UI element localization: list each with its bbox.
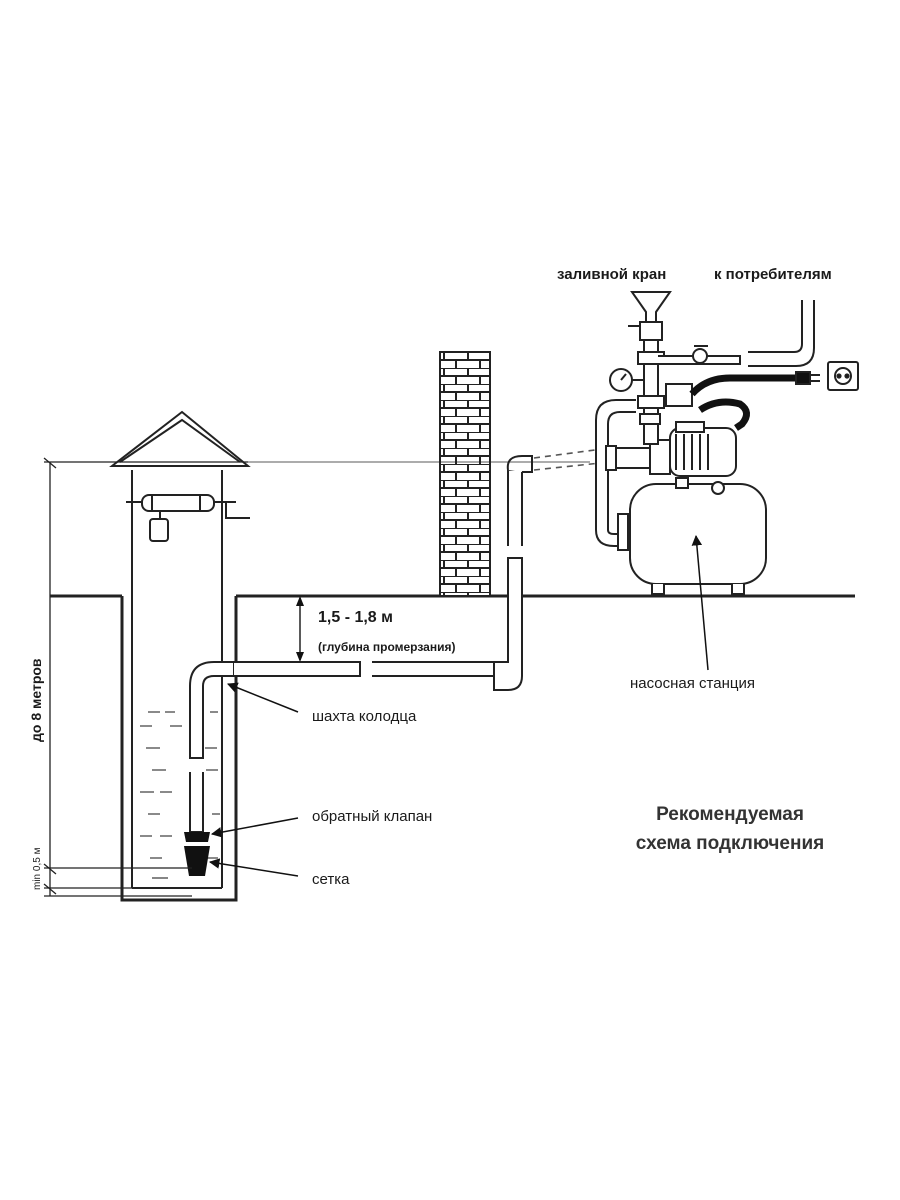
max-depth-label: до 8 метров — [28, 658, 44, 742]
pump-station-label: насосная станция — [630, 675, 755, 692]
freeze-depth-label: (глубина промерзания) — [318, 640, 456, 654]
scheme-title: Рекомендуемая схема подключения — [600, 800, 860, 858]
well-shaft-label: шахта колодца — [312, 708, 417, 725]
riser-pipe — [493, 455, 533, 691]
to-consumers-label: к потребителям — [714, 266, 832, 283]
check-valve-label: обратный клапан — [312, 808, 433, 825]
freeze-depth-value: 1,5 - 1,8 м — [318, 609, 393, 626]
scheme-title-line2: схема подключения — [635, 833, 825, 854]
fill-tap-label: заливной кран — [557, 266, 667, 283]
windlass-icon — [126, 494, 250, 542]
freeze-depth-arrow — [296, 596, 304, 662]
dimension-lines — [43, 457, 590, 897]
strainer-label: сетка — [312, 871, 350, 888]
pump-station-icon — [595, 291, 859, 595]
well — [120, 470, 238, 902]
well-roof — [109, 410, 251, 467]
wall-penetration — [533, 447, 611, 471]
min-depth-label: min 0,5 м — [32, 847, 43, 890]
check-valve-icon — [184, 832, 210, 842]
leader-lines — [208, 534, 709, 877]
strainer-icon — [184, 846, 210, 876]
scheme-title-line1: Рекомендуемая — [656, 804, 804, 825]
brick-wall — [439, 351, 491, 597]
suction-pipe — [189, 661, 495, 833]
